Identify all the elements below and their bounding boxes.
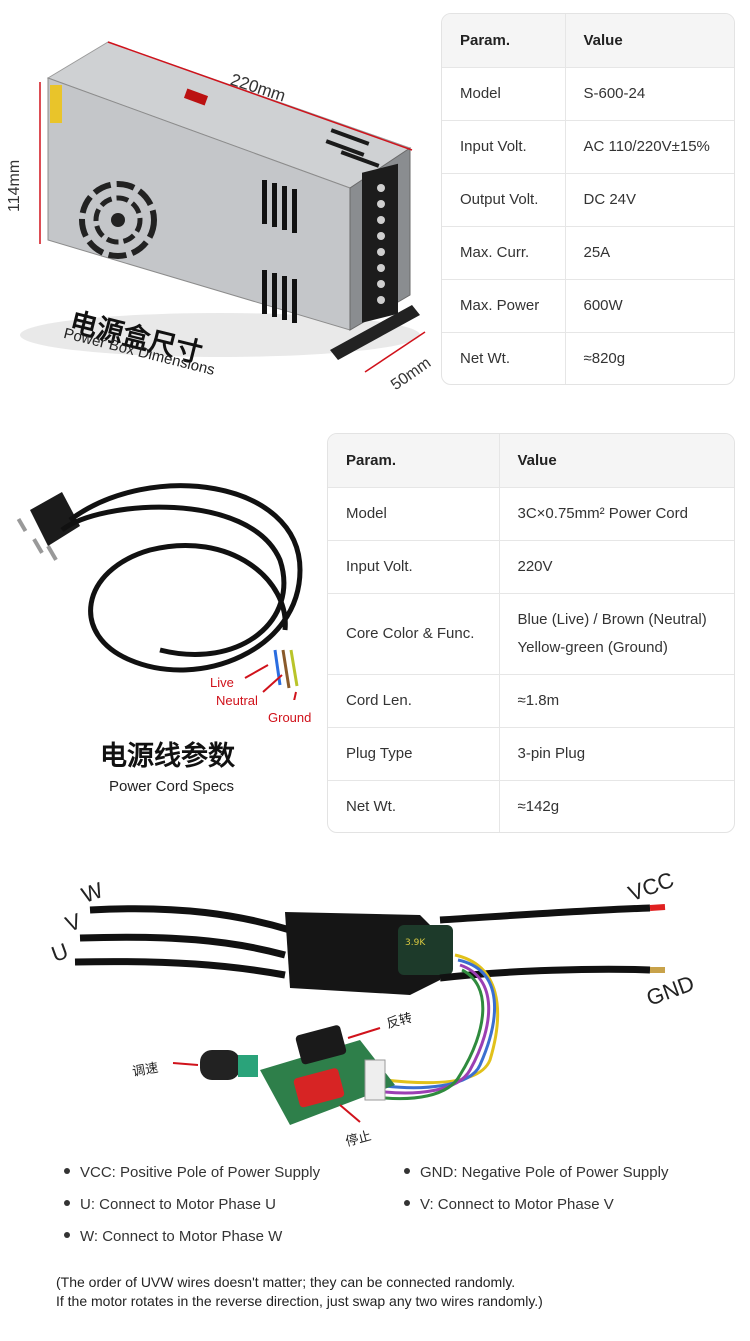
table-row: Model 3C×0.75mm² Power Cord [328, 487, 734, 541]
value-cell: AC 110/220V±15% [565, 120, 734, 174]
value-line: Yellow-green (Ground) [517, 638, 668, 656]
table-header-value: Value [565, 14, 734, 68]
cord-section: Live Neutral Ground 电源线参数 Power Cord Spe… [0, 420, 750, 840]
note-line: If the motor rotates in the reverse dire… [56, 1293, 543, 1309]
value-cell: 220V [499, 540, 734, 594]
list-item: W: Connect to Motor Phase W [64, 1228, 282, 1245]
table-header-value: Value [499, 434, 734, 488]
list-item: VCC: Positive Pole of Power Supply [64, 1164, 320, 1181]
param-cell: Plug Type [328, 727, 500, 781]
value-cell: 25A [565, 226, 734, 280]
table-row: Net Wt. ≈142g [328, 780, 734, 832]
list-item: GND: Negative Pole of Power Supply [404, 1164, 668, 1181]
cord-caption-cn: 电源线参数 [100, 741, 235, 772]
value-cell: 600W [565, 279, 734, 333]
value-cell: DC 24V [565, 173, 734, 227]
value-cell: ≈142g [517, 797, 560, 815]
list-item: U: Connect to Motor Phase U [64, 1196, 276, 1213]
value-cell: ≈820g [583, 350, 626, 368]
svg-text:3.9K: 3.9K [405, 938, 426, 948]
table-row: Core Color & Func. Blue (Live) / Brown (… [328, 593, 734, 675]
value-cell: ≈1.8m [499, 674, 734, 728]
table-row: Output Volt. DC 24V [442, 173, 734, 227]
cord-spec-table: Param. Value Model 3C×0.75mm² Power Cord… [327, 433, 735, 833]
live-label: Live [210, 675, 234, 690]
param-cell: Max. Power [442, 279, 566, 333]
table-row: Net Wt. ≈820g [442, 332, 734, 384]
psu-spec-table: Param. Value Model S-600-24 Input Volt. … [441, 13, 735, 385]
value-cell: 3-pin Plug [499, 727, 734, 781]
controller-image: 3.9K [74, 904, 666, 1125]
bullet-text: W: Connect to Motor Phase W [80, 1228, 283, 1245]
ground-label: Ground [268, 710, 312, 725]
param-cell: Core Color & Func. [328, 593, 500, 675]
cord-caption-en: Power Cord Specs [109, 778, 235, 795]
bullet-list: VCC: Positive Pole of Power Supply GND: … [0, 860, 750, 1341]
param-cell: Net Wt. [442, 332, 566, 384]
table-header-param: Param. [328, 434, 500, 488]
value-line: Blue (Live) / Brown (Neutral) [517, 610, 707, 628]
power-cord-image [16, 483, 303, 700]
table-row: Max. Curr. 25A [442, 226, 734, 280]
param-cell: Cord Len. [328, 674, 500, 728]
controller-section: 3.9K W V U VCC GND 反转 调速 停止 VCC: Po [0, 860, 750, 1341]
bullet-text: VCC: Positive Pole of Power Supply [80, 1164, 321, 1181]
psu-image [20, 41, 426, 373]
table-row: Input Volt. 220V [328, 540, 734, 594]
table-row: Input Volt. AC 110/220V±15% [442, 120, 734, 174]
param-cell: Input Volt. [442, 120, 566, 174]
table-row: Model S-600-24 [442, 67, 734, 121]
param-cell: Net Wt. [328, 780, 500, 832]
dim-height-label: 114mm [6, 159, 23, 212]
param-cell: Output Volt. [442, 173, 566, 227]
table-row: Plug Type 3-pin Plug [328, 727, 734, 781]
value-cell: 3C×0.75mm² Power Cord [499, 487, 734, 541]
param-cell: Input Volt. [328, 540, 500, 594]
list-item: V: Connect to Motor Phase V [404, 1196, 614, 1213]
psu-section: 220mm 114mm 50mm 电源盒尺寸 Power Box Dimensi… [0, 0, 750, 400]
wiring-note: (The order of UVW wires doesn't matter; … [56, 1273, 736, 1311]
value-cell: S-600-24 [565, 67, 734, 121]
bullet-text: U: Connect to Motor Phase U [80, 1196, 276, 1213]
param-cell: Model [442, 67, 566, 121]
note-line: (The order of UVW wires doesn't matter; … [56, 1274, 516, 1290]
value-cell: Blue (Live) / Brown (Neutral) Yellow-gre… [499, 593, 734, 675]
bullet-text: V: Connect to Motor Phase V [420, 1196, 614, 1213]
table-row: Cord Len. ≈1.8m [328, 674, 734, 728]
bullet-text: GND: Negative Pole of Power Supply [420, 1164, 669, 1181]
param-cell: Max. Curr. [442, 226, 566, 280]
param-cell: Model [328, 487, 500, 541]
neutral-label: Neutral [216, 693, 258, 708]
table-row: Max. Power 600W [442, 279, 734, 333]
table-header-param: Param. [442, 14, 566, 68]
